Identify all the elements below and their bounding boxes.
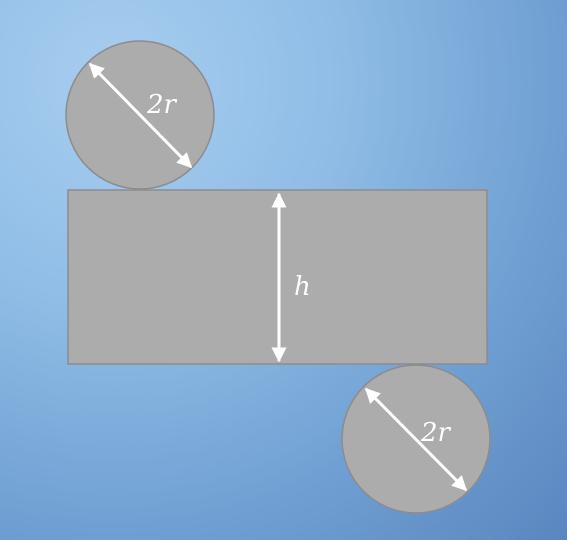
top-circle-group: 2r bbox=[65, 40, 215, 190]
height-label: h bbox=[294, 272, 311, 302]
bottom-circle-diameter-arrow bbox=[364, 387, 468, 492]
top-circle-label: 2r bbox=[146, 90, 178, 120]
bottom-circle-label: 2r bbox=[420, 418, 452, 448]
rectangle-group: h bbox=[67, 189, 488, 365]
bottom-circle-group: 2r bbox=[341, 364, 491, 514]
top-circle-diameter-arrow bbox=[88, 62, 193, 169]
